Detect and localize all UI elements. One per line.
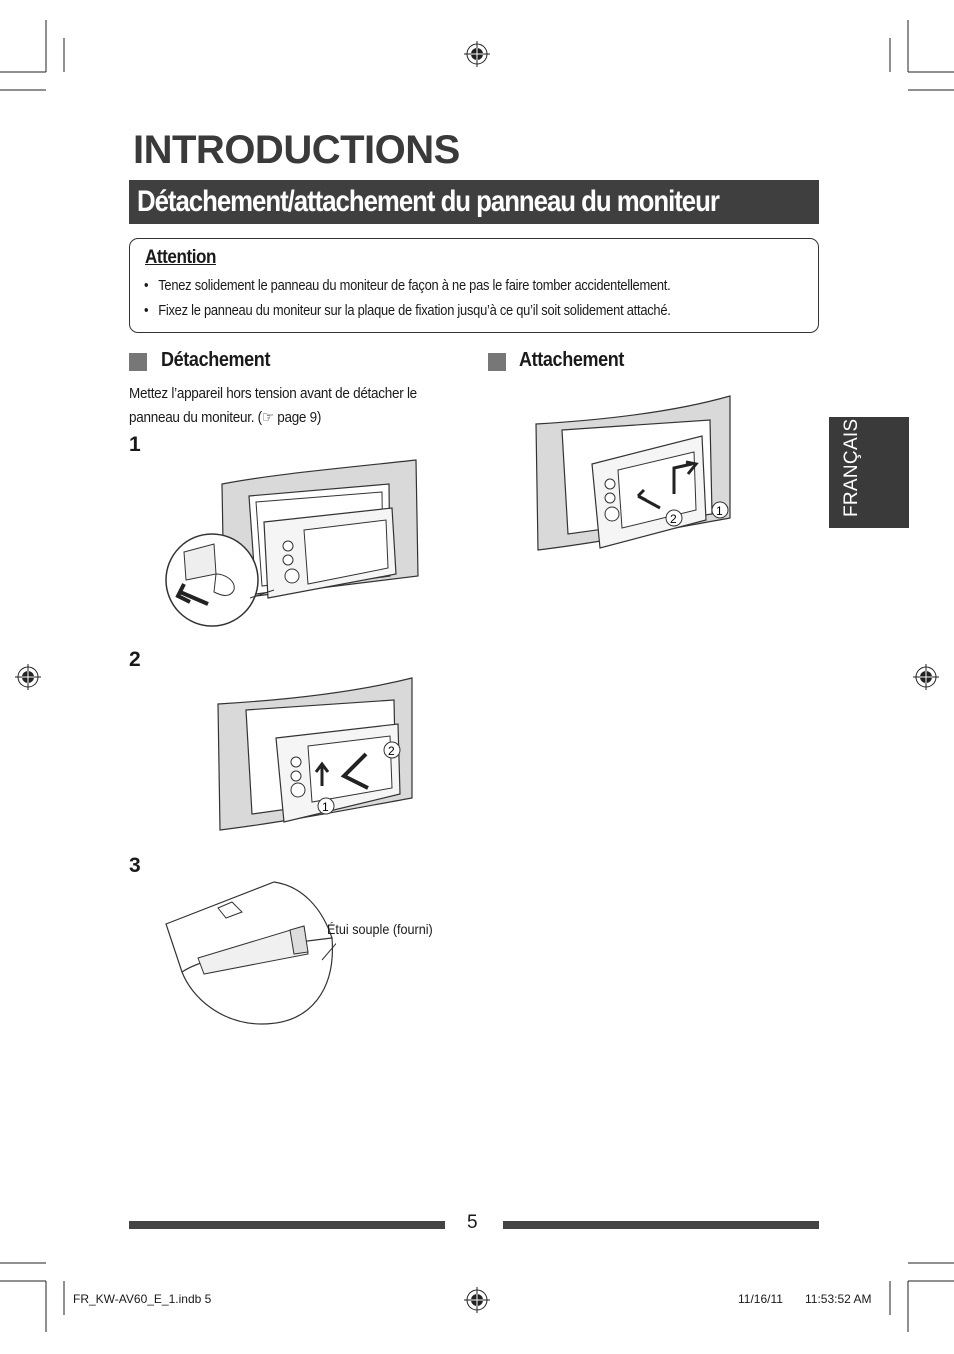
- instruction-line: panneau du moniteur. (☞ page 9): [129, 409, 322, 426]
- page-number: 5: [467, 1212, 478, 1233]
- illustration-attach-panel: 2 1: [535, 395, 731, 551]
- registration-mark-bottom: [464, 1287, 490, 1313]
- slug-time: 11:53:52 AM: [805, 1292, 872, 1306]
- section-square-icon: [488, 353, 506, 371]
- instruction-line: Mettez l’appareil hors tension avant de …: [129, 385, 417, 402]
- registration-mark-left: [15, 664, 41, 690]
- section-square-icon: [129, 353, 147, 371]
- registration-mark-top: [464, 41, 490, 67]
- svg-text:2: 2: [670, 512, 677, 526]
- attention-bullet: • Fixez le panneau du moniteur sur la pl…: [144, 302, 671, 319]
- attachement-heading: Attachement: [519, 349, 625, 371]
- registration-mark-right: [913, 664, 939, 690]
- slug-date: 11/16/11: [738, 1292, 783, 1306]
- attention-title: Attention: [145, 247, 216, 268]
- language-tab-label: FRANÇAIS: [841, 418, 862, 517]
- svg-text:2: 2: [388, 744, 395, 758]
- section-banner: Détachement/attachement du panneau du mo…: [129, 180, 819, 224]
- footer-bar-right: [503, 1221, 819, 1229]
- footer-bar-left: [129, 1221, 445, 1229]
- attention-bullet: • Tenez solidement le panneau du moniteu…: [144, 277, 671, 294]
- svg-text:1: 1: [322, 800, 329, 814]
- illustration-step3-pouch: [165, 881, 336, 1025]
- detachement-heading: Détachement: [161, 349, 271, 371]
- pouch-caption: Étui souple (fourni): [327, 921, 433, 937]
- illustration-step2-remove-panel: 2 1: [217, 677, 413, 831]
- attention-box: Attention • Tenez solidement le panneau …: [129, 238, 819, 333]
- slug-filename: FR_KW-AV60_E_1.indb 5: [73, 1292, 212, 1306]
- step-number: 1: [129, 433, 141, 456]
- step-number: 3: [129, 854, 141, 877]
- language-tab: FRANÇAIS: [829, 417, 909, 528]
- attention-bullet-text: Tenez solidement le panneau du moniteur …: [158, 277, 671, 294]
- step-number: 2: [129, 648, 141, 671]
- svg-text:1: 1: [716, 504, 723, 518]
- illustration-step1-release-panel: [165, 459, 419, 627]
- attention-bullet-text: Fixez le panneau du moniteur sur la plaq…: [158, 302, 671, 319]
- page-title: INTRODUCTIONS: [133, 128, 460, 172]
- detachement-instruction: Mettez l’appareil hors tension avant de …: [129, 382, 417, 430]
- section-banner-title: Détachement/attachement du panneau du mo…: [137, 185, 720, 218]
